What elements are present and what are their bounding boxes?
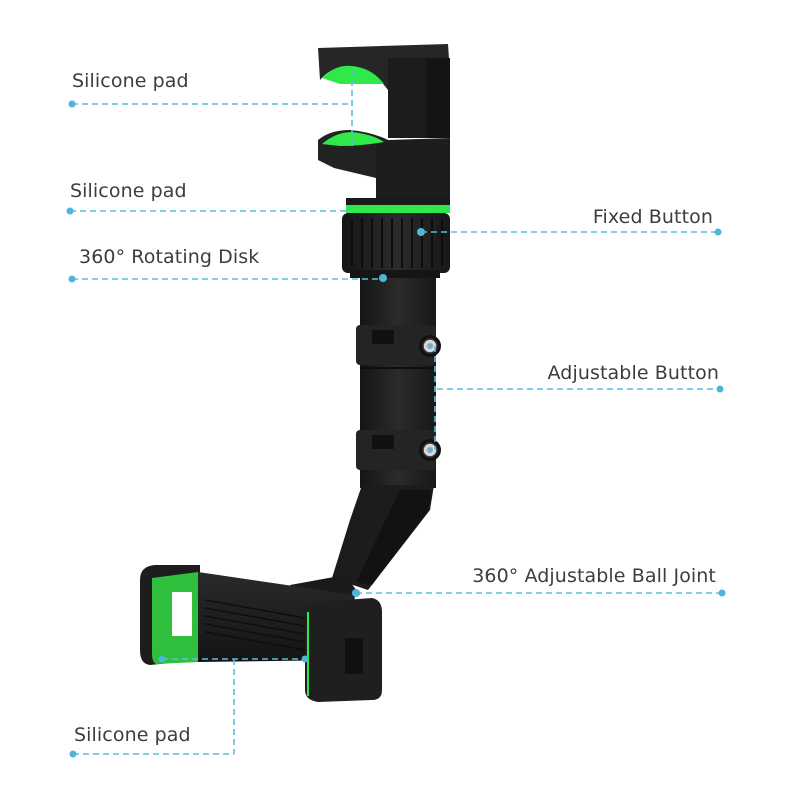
- callout-label-rotating-disk: 360° Rotating Disk: [79, 246, 260, 268]
- callout-label-fixed-button: Fixed Button: [592, 206, 713, 228]
- phone-clamp: [140, 565, 382, 702]
- callout-leaders: [70, 70, 722, 755]
- callout-label-silicone-pad-top: Silicone pad: [72, 70, 189, 92]
- green-ring-icon: [346, 205, 450, 213]
- callout-label-adjustable-button: Adjustable Button: [547, 362, 719, 384]
- lower-silicone-pad-icon: [322, 132, 384, 146]
- callout-label-ball-joint: 360° Adjustable Ball Joint: [472, 565, 716, 587]
- adjustable-arm: [332, 278, 441, 590]
- callout-label-silicone-pad-ring: Silicone pad: [70, 180, 187, 202]
- callout-dots: [66, 100, 726, 758]
- callout-label-silicone-pad-bottom: Silicone pad: [74, 724, 191, 746]
- top-silicone-pad-icon: [322, 65, 384, 84]
- mirror-clamp: [318, 44, 450, 278]
